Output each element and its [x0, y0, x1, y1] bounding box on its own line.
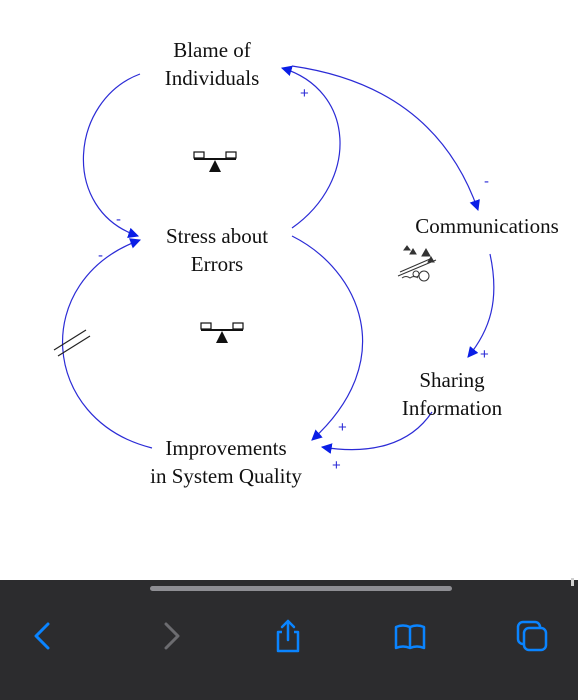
node-blame-line1: Blame of [173, 38, 251, 62]
polarity-communications-to-sharing: + [480, 346, 489, 363]
forward-icon [164, 622, 180, 650]
polarity-blame-to-communications: - [484, 173, 489, 190]
diagram-canvas: + - + + + - - [53, 65, 495, 474]
link-communications-to-sharing [467, 253, 495, 358]
polarity-sharing-to-improvements: + [332, 457, 341, 474]
forward-button[interactable] [152, 618, 188, 654]
link-blame-to-communications [291, 65, 480, 212]
polarity-blame-to-stress: - [116, 211, 121, 228]
bookmarks-button[interactable] [392, 618, 428, 654]
home-indicator[interactable] [150, 586, 452, 591]
polarity-improvements-to-stress: - [98, 247, 103, 264]
reinforcing-loop-icon [397, 245, 437, 282]
node-stress-line2: Errors [190, 252, 244, 276]
node-stress-line1: Stress about [165, 224, 269, 248]
balancing-loop-icon [193, 151, 237, 172]
link-stress-to-blame [280, 65, 341, 229]
back-button[interactable] [26, 618, 62, 654]
node-communications: Communications [404, 212, 570, 240]
delay-marker [53, 329, 91, 357]
node-stress-about-errors: Stress about Errors [150, 222, 284, 278]
node-blame-of-individuals: Blame of Individuals [150, 36, 274, 92]
polarity-stress-to-improvements: + [338, 419, 347, 436]
polarity-stress-to-blame: + [300, 85, 309, 102]
node-sharing-line1: Sharing [419, 368, 485, 392]
link-blame-to-stress [82, 73, 141, 239]
bookmarks-icon [394, 624, 426, 650]
back-icon [34, 622, 50, 650]
browser-toolbar [0, 578, 578, 700]
tabs-icon [516, 620, 548, 652]
causal-loop-diagram: + - + + + - - [53, 36, 570, 490]
balancing-loop-icon [200, 322, 244, 343]
node-improvements-line1: Improvements [165, 436, 287, 460]
link-sharing-to-improvements [320, 411, 433, 454]
scroll-indicator [571, 578, 574, 586]
node-improvements-in-system-quality: Improvements in System Quality [136, 434, 316, 490]
link-improvements-to-stress [62, 238, 153, 449]
node-communications-label: Communications [415, 214, 559, 238]
node-improvements-line2: in System Quality [150, 464, 302, 488]
node-sharing-line2: Information [401, 396, 503, 420]
share-button[interactable] [270, 618, 306, 654]
tabs-button[interactable] [514, 618, 550, 654]
node-sharing-information: Sharing Information [390, 366, 514, 422]
share-icon [276, 619, 300, 653]
link-stress-to-improvements [291, 235, 364, 441]
node-blame-line2: Individuals [164, 66, 260, 90]
